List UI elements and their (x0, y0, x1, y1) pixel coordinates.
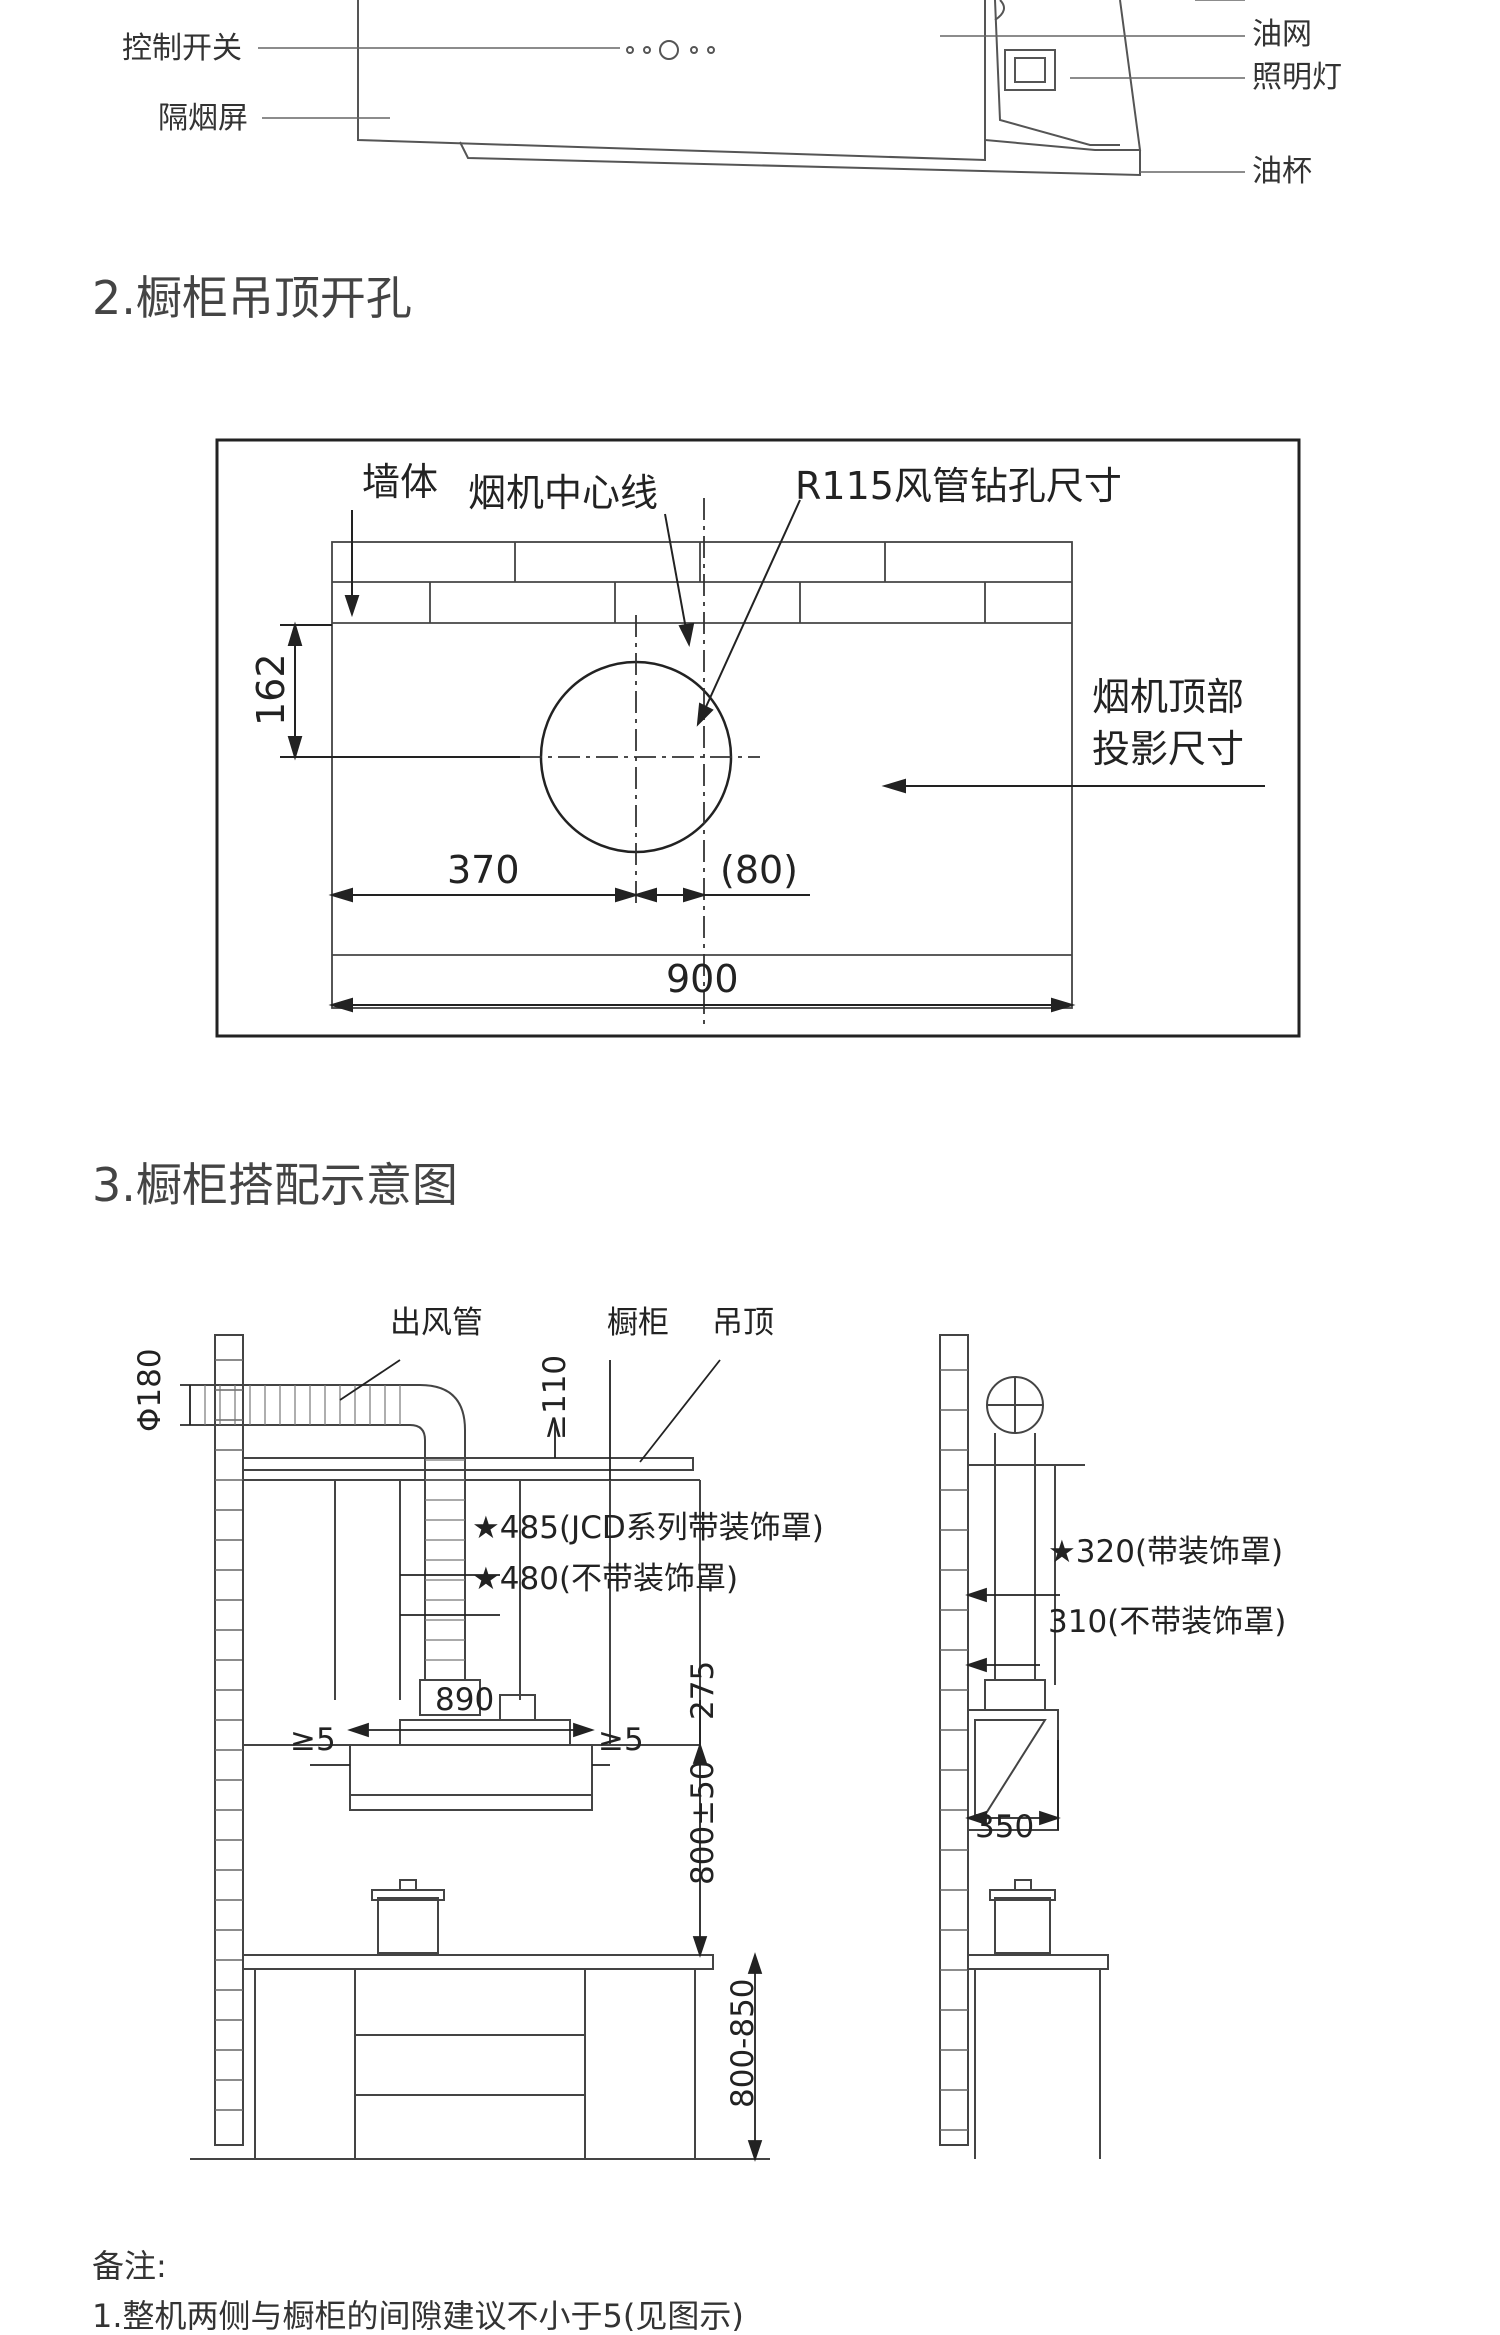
dim-ge110: ≥110 (537, 1354, 573, 1440)
dim-ge5-right: ≥5 (598, 1722, 644, 1758)
notes-label: 备注: (92, 2247, 167, 2285)
label-ceiling: 吊顶 (712, 1305, 774, 1341)
dim-370: 370 (447, 848, 520, 892)
label-cabinet: 橱柜 (607, 1305, 669, 1341)
notes-line-1: 1.整机两侧与橱柜的间隙建议不小于5(见图示) (92, 2297, 744, 2335)
label-light: 照明灯 (1252, 60, 1342, 95)
dim-phi180: Φ180 (132, 1348, 168, 1432)
label-projection-1: 烟机顶部 (1092, 675, 1245, 719)
dim-310: 310(不带装饰罩) (1048, 1604, 1287, 1640)
dim-800-50: 800±50 (685, 1760, 721, 1885)
dim-480: ★480(不带装饰罩) (472, 1561, 739, 1597)
label-control-switch: 控制开关 (122, 31, 242, 66)
section3-title: 3.橱柜搭配示意图 (92, 1158, 458, 1212)
dim-890: 890 (435, 1682, 495, 1718)
dim-350: 350 (975, 1809, 1035, 1845)
cabinet-front-view (180, 1334, 770, 2160)
label-projection-2: 投影尺寸 (1092, 727, 1245, 771)
control-knob-icon (659, 40, 679, 60)
section2-title: 2.橱柜吊顶开孔 (92, 271, 412, 325)
hood-body (357, 0, 986, 162)
cabinet-side-view (939, 1334, 1109, 2159)
dim-ge5-left: ≥5 (290, 1722, 336, 1758)
dim-80: (80) (720, 848, 799, 892)
hood-front (349, 1744, 593, 1811)
dim-800-850: 800-850 (725, 1978, 761, 2108)
label-oil-net: 油网 (1252, 17, 1312, 52)
dim-275: 275 (685, 1660, 721, 1720)
dim-900: 900 (666, 957, 739, 1001)
dim-485: ★485(JCD系列带装饰罩) (472, 1510, 824, 1546)
label-drill-size: R115风管钻孔尺寸 (795, 464, 1122, 508)
dim-162: 162 (249, 653, 293, 726)
label-smoke-screen: 隔烟屏 (158, 101, 248, 136)
dim-320: ★320(带装饰罩) (1048, 1534, 1284, 1570)
label-center-line: 烟机中心线 (468, 471, 659, 515)
label-wall: 墙体 (362, 460, 439, 504)
label-oil-cup: 油杯 (1252, 154, 1312, 189)
label-duct: 出风管 (390, 1305, 483, 1341)
cutout-diagram (215, 438, 1301, 1038)
